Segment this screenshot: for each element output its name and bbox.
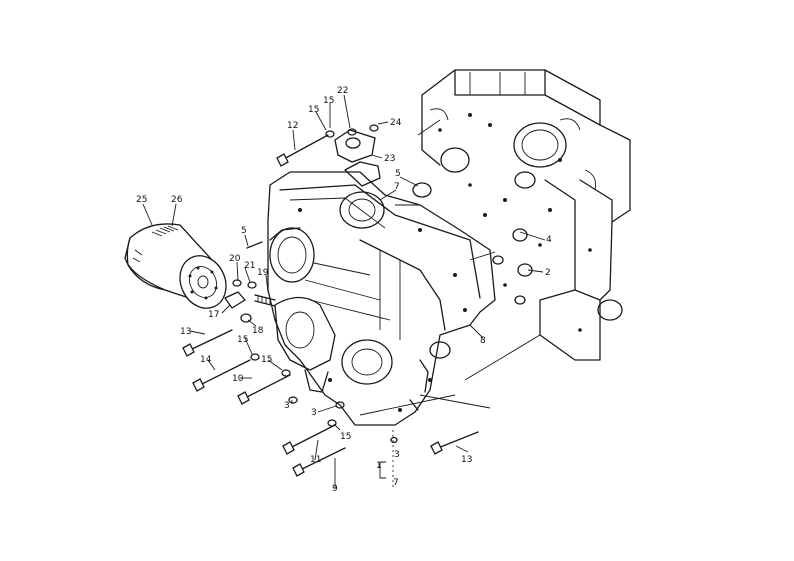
gear-case <box>267 161 496 426</box>
callout-8: 8 <box>480 336 486 346</box>
callout-21: 21 <box>244 261 255 271</box>
callout-20: 20 <box>229 254 241 264</box>
bolts <box>182 130 479 477</box>
callout-26: 26 <box>171 195 183 205</box>
callout-9: 9 <box>332 484 338 494</box>
callout-7b: 7 <box>393 478 399 488</box>
callout-4: 4 <box>546 235 552 245</box>
callout-25: 25 <box>136 195 147 205</box>
callout-7a: 7 <box>394 182 400 192</box>
oil-pump <box>274 296 336 393</box>
thermostat-cover <box>334 124 379 163</box>
oil-filter <box>124 223 227 309</box>
callout-22: 22 <box>337 86 348 96</box>
callout-6: 5 <box>241 226 247 236</box>
callout-3c: 3 <box>394 450 400 460</box>
leader-lines <box>142 94 546 488</box>
callout-15-low: 15 <box>340 432 351 442</box>
callout-16: 15 <box>323 96 334 106</box>
callout-11: 11 <box>310 455 321 465</box>
callout-13-left: 13 <box>180 327 191 337</box>
water-pump <box>269 227 315 283</box>
callout-5a: 5 <box>395 169 401 179</box>
callout-1: 1 <box>376 461 382 471</box>
callout-3b: 3 <box>311 408 317 418</box>
callout-labels: 12 15 15 22 24 23 5 7 25 26 5 20 21 19 1… <box>136 86 552 494</box>
callout-2: 2 <box>545 268 551 278</box>
stud-assembly <box>379 430 394 490</box>
callout-15-left: 15 <box>237 335 248 345</box>
callout-15-mid: 15 <box>261 355 272 365</box>
callout-18: 18 <box>252 326 264 336</box>
filter-fittings <box>224 279 276 323</box>
o-ring <box>412 182 432 198</box>
callout-13-right: 13 <box>461 455 472 465</box>
callout-19: 19 <box>257 268 269 278</box>
callout-23: 23 <box>384 154 395 164</box>
callout-17: 17 <box>208 310 219 320</box>
engine-block <box>421 69 631 361</box>
callout-15: 15 <box>308 105 319 115</box>
callout-12: 12 <box>287 121 298 131</box>
callout-24: 24 <box>390 118 402 128</box>
callout-14: 14 <box>200 355 212 365</box>
callout-10: 10 <box>232 374 244 384</box>
callout-3a: 3 <box>284 401 290 411</box>
